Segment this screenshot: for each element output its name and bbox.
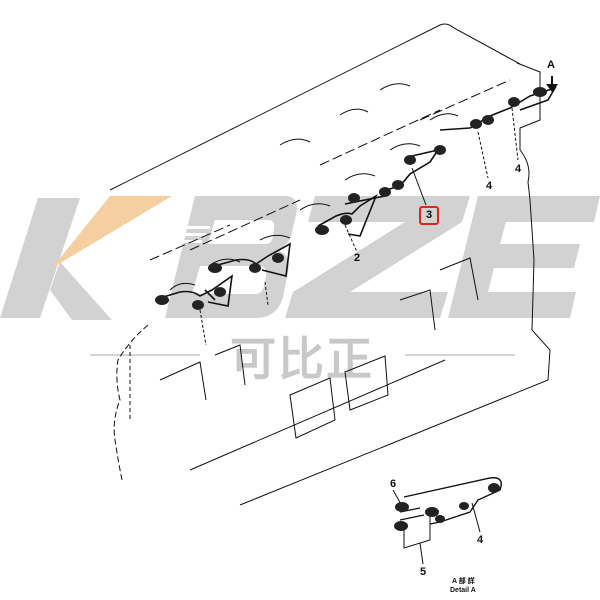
detail-caption-line2: Detail A <box>450 587 476 594</box>
part-label-6: 6 <box>390 478 397 490</box>
watermark-rule-right <box>405 354 515 356</box>
part-label-3-highlighted[interactable]: 3 <box>419 206 439 225</box>
watermark-chinese: 可比正 <box>230 332 374 386</box>
watermark-rule-left <box>90 354 200 356</box>
detail-caption-line1: A 部 詳 <box>452 578 475 585</box>
part-label-4: 4 <box>515 163 522 175</box>
part-label-4-detail: 4 <box>477 534 484 546</box>
part-label-2: 2 <box>354 252 361 264</box>
part-label-5: 5 <box>420 566 427 578</box>
view-a-marker: A <box>547 59 555 71</box>
part-label-4: 4 <box>486 180 493 192</box>
